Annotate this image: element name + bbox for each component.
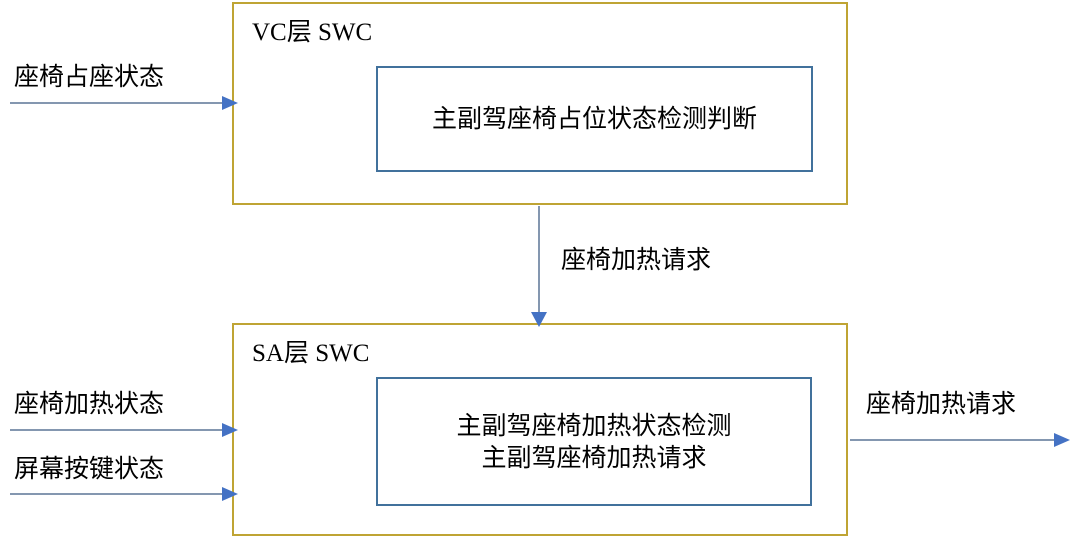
vc-component-box: 主副驾座椅占位状态检测判断 (376, 66, 813, 172)
signal-label-screen-key-status: 屏幕按键状态 (14, 454, 165, 483)
arrow-vc-to-sa-heating-request (531, 206, 547, 327)
signal-label-seat-heating-status: 座椅加热状态 (14, 389, 165, 418)
sa-layer-title: SA层 SWC (252, 340, 370, 367)
vc-component-label: 主副驾座椅占位状态检测判断 (431, 104, 757, 133)
signal-label-seat-heating-request-internal: 座椅加热请求 (561, 245, 712, 274)
sa-component-box: 主副驾座椅加热状态检测 主副驾座椅加热请求 (376, 377, 812, 506)
vc-layer-title: VC层 SWC (252, 19, 373, 46)
arrow-sa-input-heating-status (10, 423, 238, 437)
arrow-sa-input-screen-key-status (10, 487, 238, 501)
sa-component-label-line1: 主副驾座椅加热状态检测 (456, 410, 732, 440)
arrow-vc-input-seat-occupancy (10, 96, 238, 110)
arrow-sa-output-heating-request (850, 433, 1070, 447)
signal-label-seat-occupancy-status: 座椅占座状态 (14, 62, 165, 91)
sa-component-label-line2: 主副驾座椅加热请求 (481, 442, 707, 472)
signal-label-seat-heating-request-output: 座椅加热请求 (866, 389, 1017, 418)
